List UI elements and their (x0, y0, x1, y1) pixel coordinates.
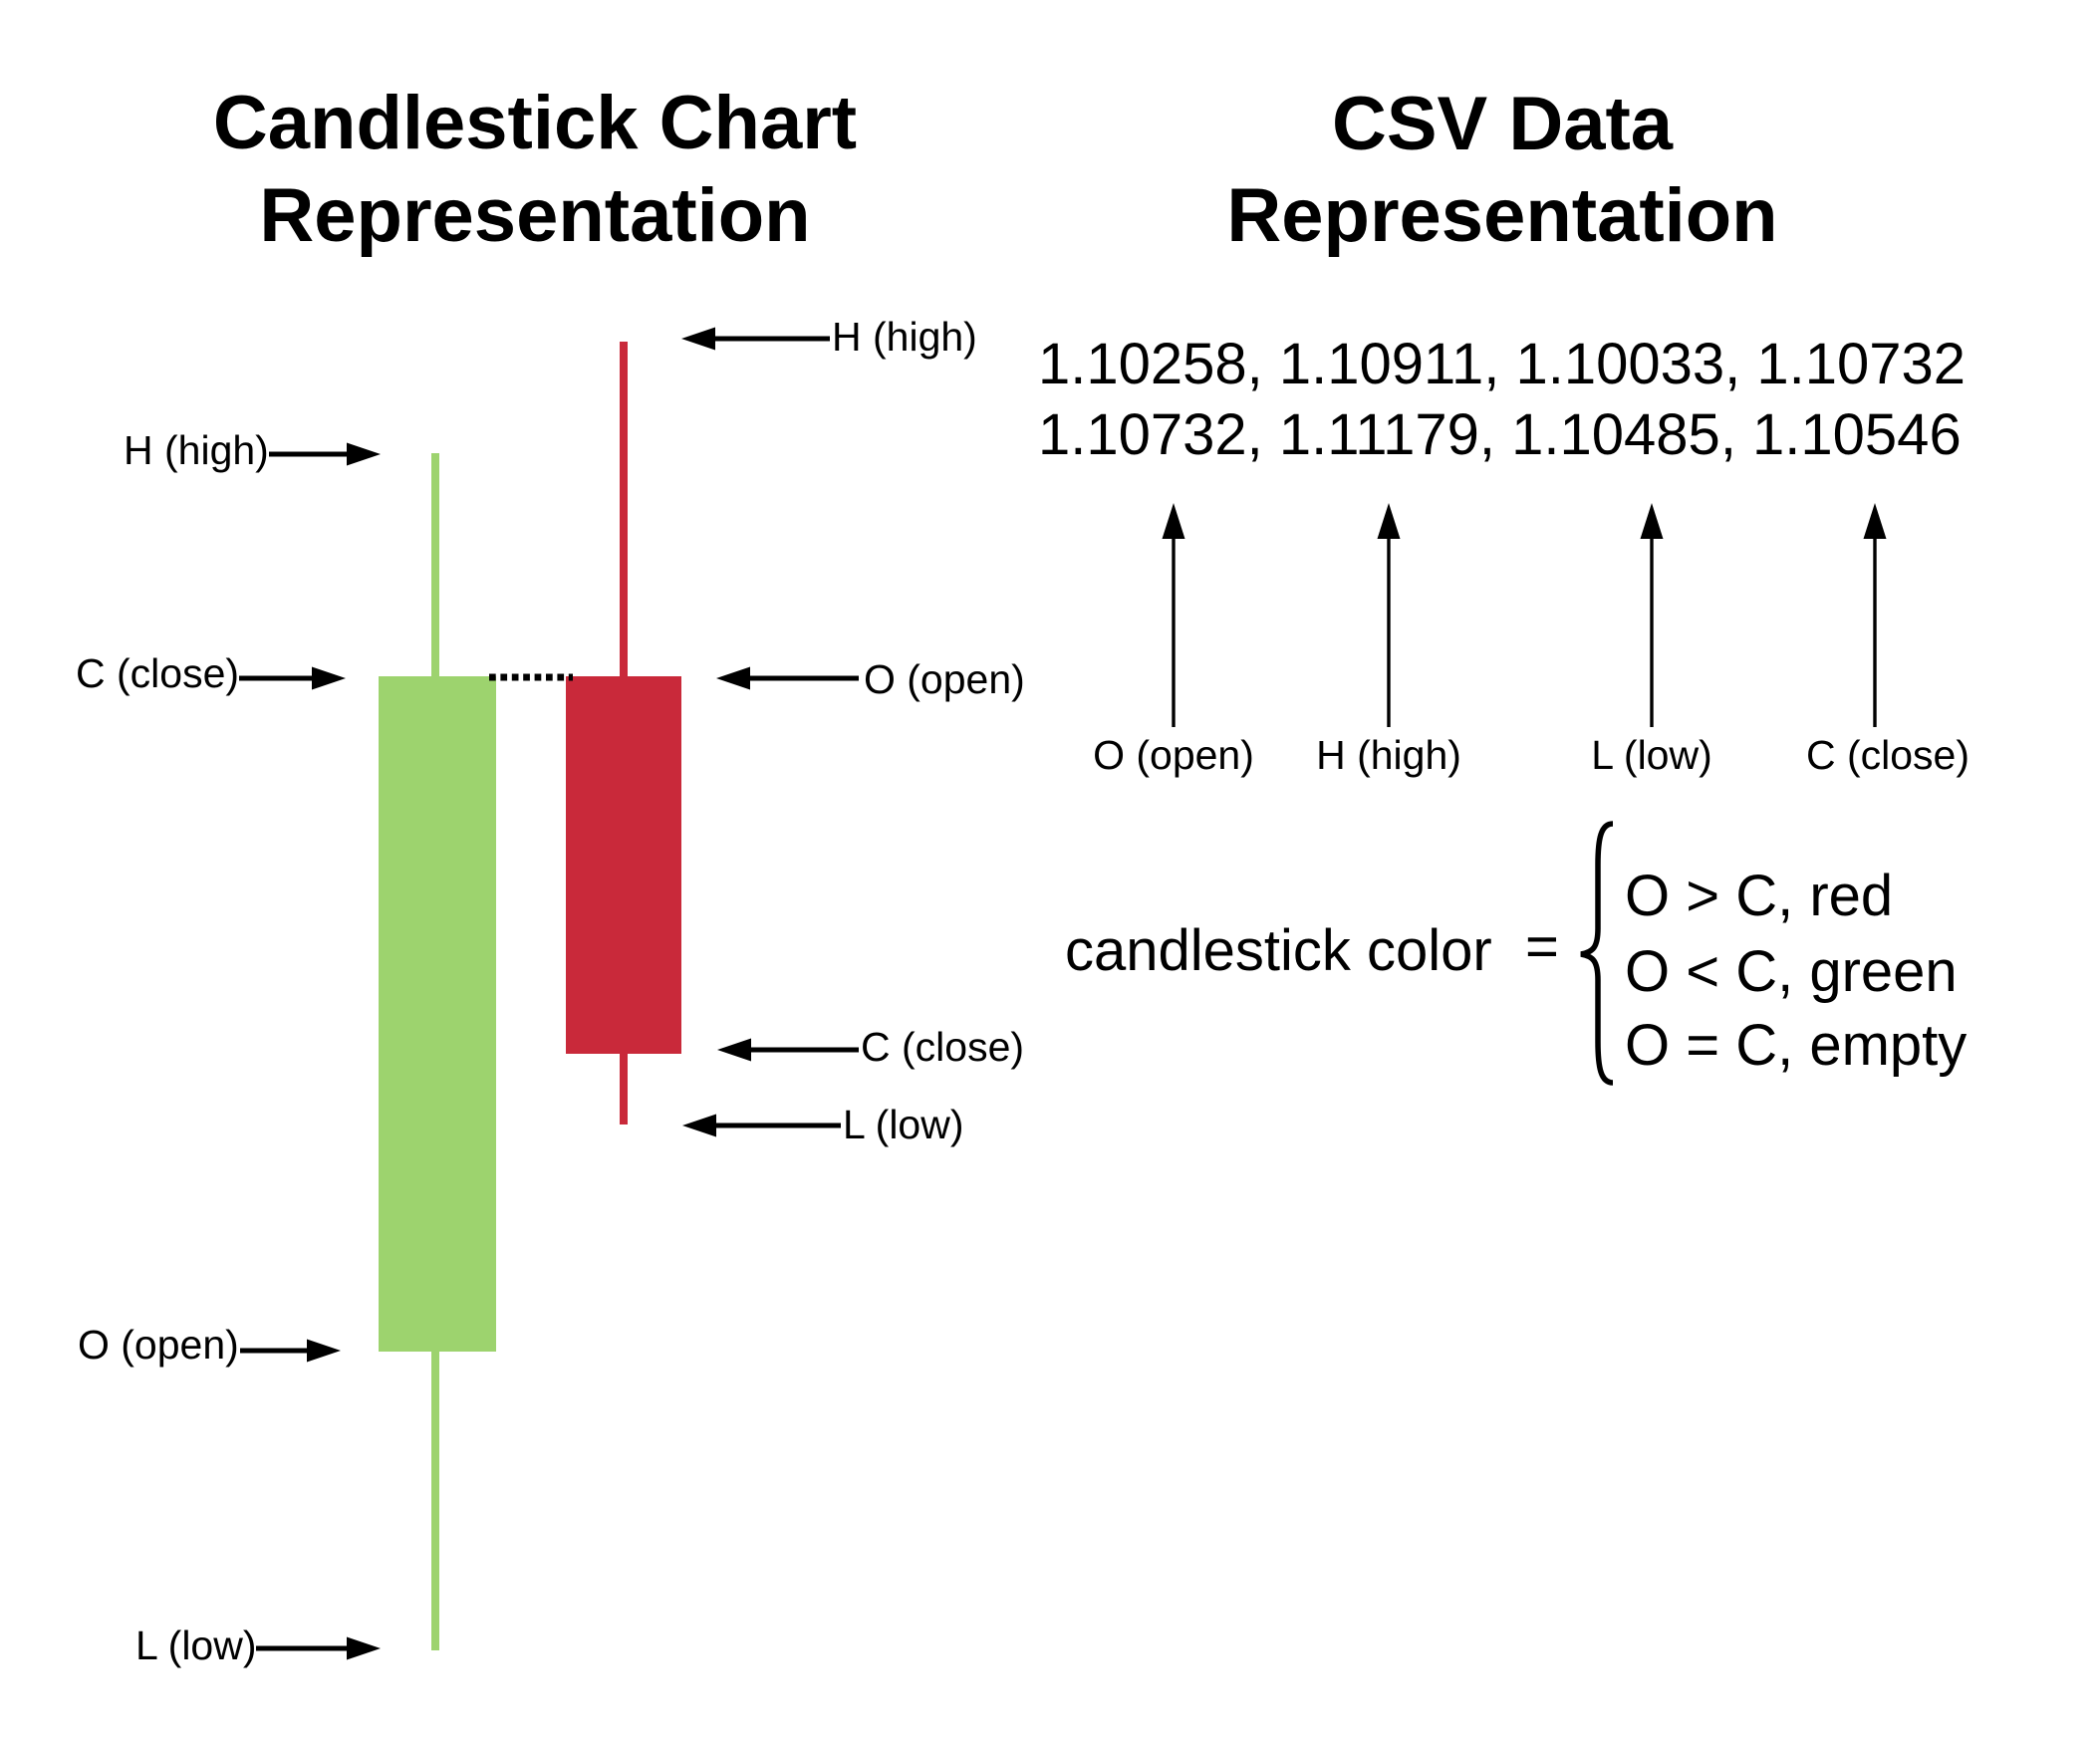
svg-text:O (open): O (open) (1093, 732, 1254, 778)
svg-text:C (close): C (close) (861, 1024, 1024, 1070)
svg-text:O > C, red: O > C, red (1625, 864, 1893, 928)
svg-text:O < C, green: O < C, green (1625, 939, 1958, 1004)
svg-text:1.10258, 1.10911, 1.10033, 1.1: 1.10258, 1.10911, 1.10033, 1.10732 (1038, 332, 1966, 396)
svg-text:C (close): C (close) (1806, 732, 1969, 778)
svg-text:H (high): H (high) (124, 427, 269, 473)
svg-text:L (low): L (low) (135, 1623, 257, 1668)
svg-text:H (high): H (high) (832, 314, 977, 360)
svg-text:O (open): O (open) (864, 656, 1025, 702)
svg-text:=: = (1525, 914, 1559, 979)
svg-text:O (open): O (open) (78, 1322, 239, 1368)
svg-text:L (low): L (low) (1591, 732, 1712, 778)
svg-text:Representation: Representation (259, 173, 810, 258)
svg-text:O = C, empty: O = C, empty (1625, 1013, 1967, 1078)
svg-text:H (high): H (high) (1316, 732, 1461, 778)
svg-text:1.10732, 1.11179, 1.10485, 1.1: 1.10732, 1.11179, 1.10485, 1.10546 (1038, 402, 1962, 467)
svg-text:Candlestick Chart: Candlestick Chart (213, 81, 857, 165)
svg-text:CSV Data: CSV Data (1332, 82, 1674, 166)
svg-text:candlestick color: candlestick color (1065, 918, 1492, 983)
svg-text:C (close): C (close) (76, 650, 239, 696)
svg-text:Representation: Representation (1226, 173, 1777, 258)
svg-text:L (low): L (low) (843, 1102, 964, 1147)
